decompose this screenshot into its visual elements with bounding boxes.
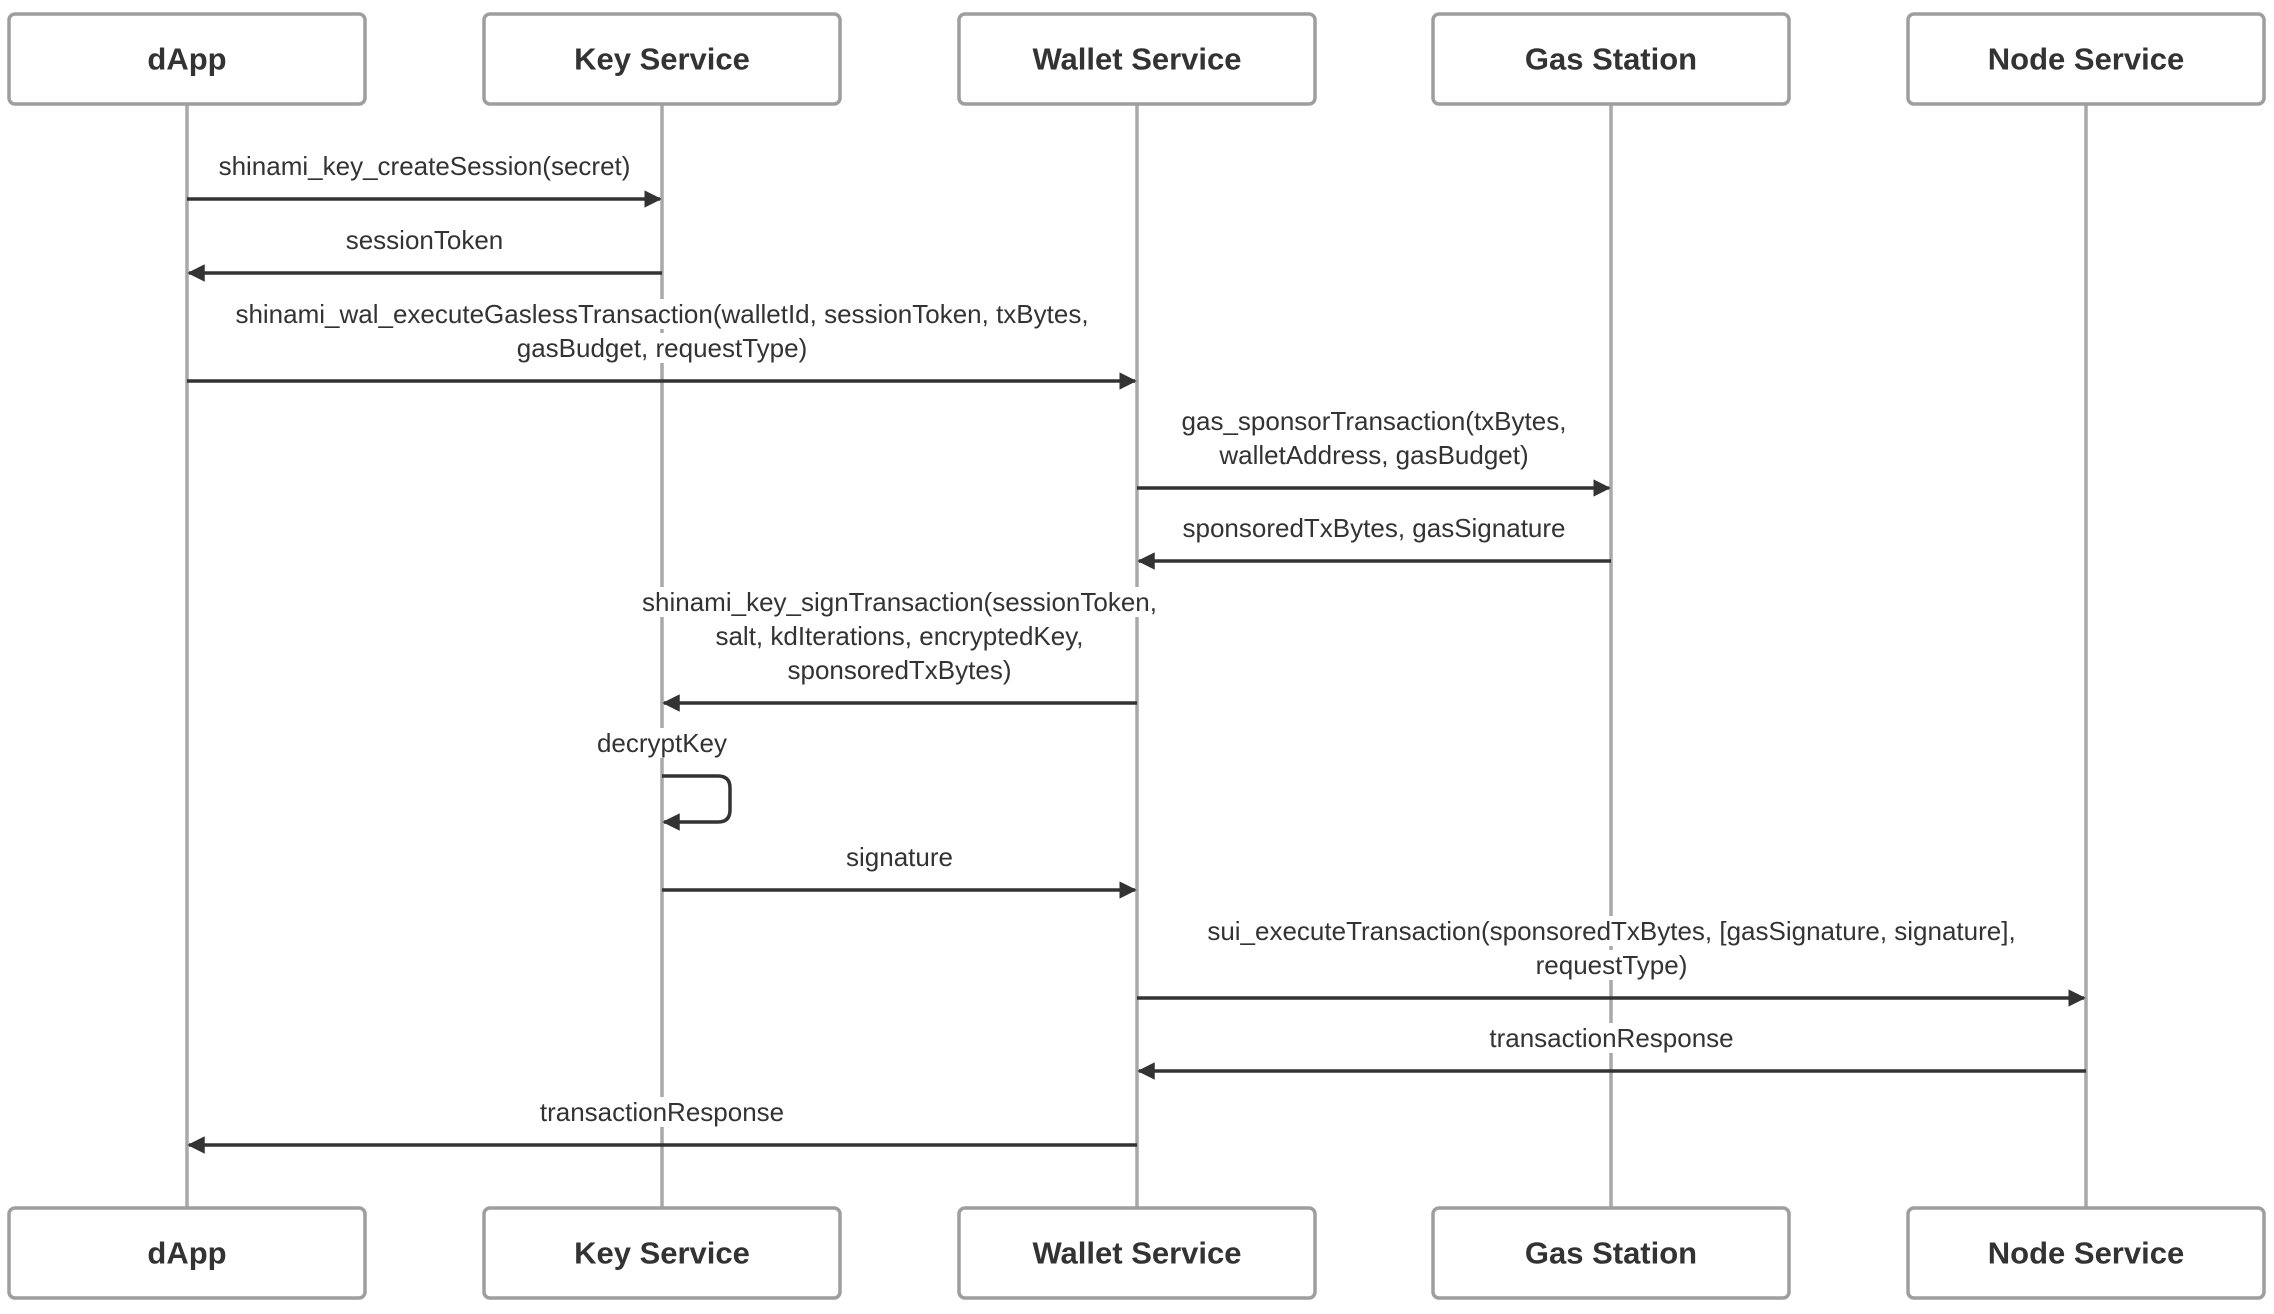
- participant-label: Gas Station: [1525, 1236, 1697, 1271]
- label-background: [784, 655, 1015, 685]
- label-background: [1178, 406, 1570, 436]
- participant-label: Key Service: [574, 1236, 750, 1271]
- message-label: shinami_key_signTransaction(sessionToken…: [642, 587, 1157, 617]
- message-label: sponsoredTxBytes, gasSignature: [1183, 513, 1566, 543]
- participant-dapp-bottom: dApp: [7, 1206, 367, 1300]
- message-7: decryptKey: [593, 728, 732, 831]
- participant-key-top: Key Service: [482, 12, 842, 106]
- message-8: signature: [662, 842, 1137, 899]
- participant-box: [1431, 12, 1791, 106]
- message-label: transactionResponse: [540, 1097, 784, 1127]
- participant-wallet-top: Wallet Service: [957, 12, 1317, 106]
- participant-box: [7, 12, 367, 106]
- label-background: [232, 299, 1092, 329]
- participant-box: [1906, 1206, 2266, 1300]
- participant-gas-top: Gas Station: [1431, 12, 1791, 106]
- message-11: transactionResponse: [187, 1097, 1137, 1154]
- participant-box: [482, 1206, 842, 1300]
- label-background: [536, 1097, 788, 1127]
- message-label: gas_sponsorTransaction(txBytes,: [1182, 406, 1567, 436]
- message-1: shinami_key_createSession(secret): [187, 151, 662, 208]
- participant-label: Key Service: [574, 42, 750, 77]
- participant-box: [957, 1206, 1317, 1300]
- label-background: [712, 621, 1087, 651]
- message-label: requestType): [1536, 950, 1688, 980]
- participant-label: Wallet Service: [1032, 1236, 1241, 1271]
- participant-label: Gas Station: [1525, 42, 1697, 77]
- participant-box: [1431, 1206, 1791, 1300]
- participant-box: [482, 12, 842, 106]
- label-background: [593, 728, 731, 758]
- participant-label: dApp: [147, 42, 226, 77]
- message-label: decryptKey: [597, 728, 727, 758]
- participant-wallet-bottom: Wallet Service: [957, 1206, 1317, 1300]
- message-5: sponsoredTxBytes, gasSignature: [1137, 513, 1611, 570]
- participant-gas-bottom: Gas Station: [1431, 1206, 1791, 1300]
- participant-box: [7, 1206, 367, 1300]
- label-background: [1532, 950, 1691, 980]
- message-10: transactionResponse: [1137, 1023, 2086, 1080]
- message-label: signature: [846, 842, 953, 872]
- message-2: sessionToken: [187, 225, 662, 282]
- label-background: [843, 842, 956, 872]
- participant-dapp-top: dApp: [7, 12, 367, 106]
- message-label: sponsoredTxBytes): [788, 655, 1012, 685]
- label-background: [1179, 513, 1569, 543]
- participant-node-bottom: Node Service: [1906, 1206, 2266, 1300]
- message-label: transactionResponse: [1489, 1023, 1733, 1053]
- participant-box: [957, 12, 1317, 106]
- label-background: [1215, 440, 1532, 470]
- message-label: gasBudget, requestType): [517, 333, 808, 363]
- participant-node-top: Node Service: [1906, 12, 2266, 106]
- message-label: sui_executeTransaction(sponsoredTxBytes,…: [1207, 916, 2015, 946]
- participant-box: [1906, 12, 2266, 106]
- participant-label: dApp: [147, 1236, 226, 1271]
- label-background: [342, 225, 507, 255]
- message-label: shinami_wal_executeGaslessTransaction(wa…: [235, 299, 1088, 329]
- message-9: sui_executeTransaction(sponsoredTxBytes,…: [1137, 916, 2086, 1007]
- message-label: sessionToken: [346, 225, 504, 255]
- message-4: gas_sponsorTransaction(txBytes, walletAdd…: [1137, 406, 1611, 497]
- label-background: [215, 151, 634, 181]
- label-background: [1486, 1023, 1737, 1053]
- label-background: [1204, 916, 2019, 946]
- message-6: shinami_key_signTransaction(sessionToken…: [639, 587, 1160, 712]
- participant-label: Wallet Service: [1032, 42, 1241, 77]
- label-background: [513, 333, 811, 363]
- message-label: shinami_key_createSession(secret): [219, 151, 631, 181]
- message-label: salt, kdIterations, encryptedKey,: [715, 621, 1083, 651]
- participant-label: Node Service: [1988, 42, 2184, 77]
- message-3: shinami_wal_executeGaslessTransaction(wa…: [187, 299, 1137, 390]
- label-background: [639, 587, 1160, 617]
- self-message-arrow: [662, 774, 732, 831]
- message-label: walletAddress, gasBudget): [1218, 440, 1528, 470]
- participant-key-bottom: Key Service: [482, 1206, 842, 1300]
- participant-label: Node Service: [1988, 1236, 2184, 1271]
